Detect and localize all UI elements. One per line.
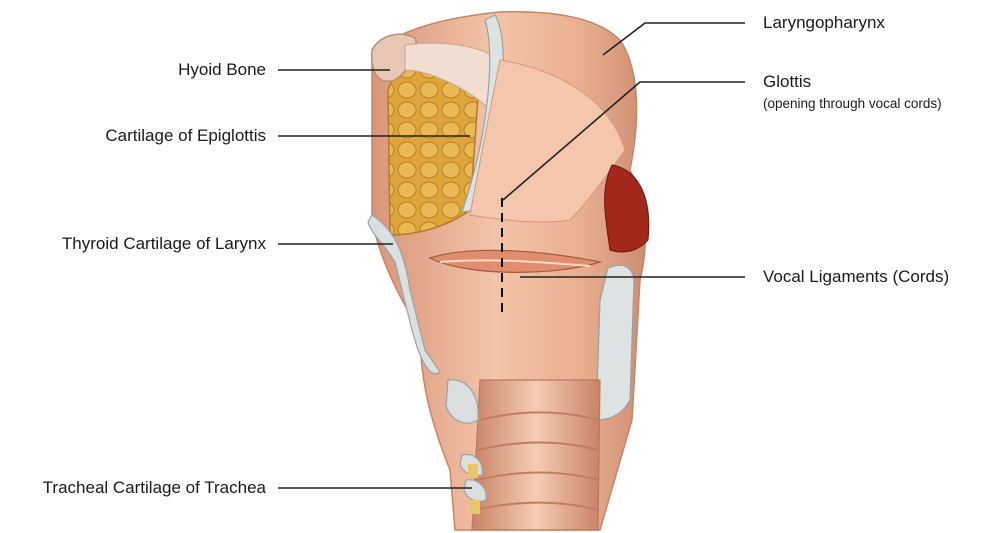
label-epiglottis: Cartilage of Epiglottis — [30, 126, 266, 146]
label-laryngopharynx: Laryngopharynx — [763, 13, 885, 33]
label-tracheal-cartilage: Tracheal Cartilage of Trachea — [0, 478, 266, 498]
label-glottis-note: (opening through vocal cords) — [763, 96, 942, 112]
label-glottis: Glottis — [763, 72, 811, 92]
larynx-model — [368, 12, 649, 530]
label-hyoid-bone: Hyoid Bone — [60, 60, 266, 80]
muscle-section — [605, 165, 649, 252]
label-vocal-ligaments: Vocal Ligaments (Cords) — [763, 267, 949, 287]
label-thyroid-cartilage: Thyroid Cartilage of Larynx — [10, 234, 266, 254]
